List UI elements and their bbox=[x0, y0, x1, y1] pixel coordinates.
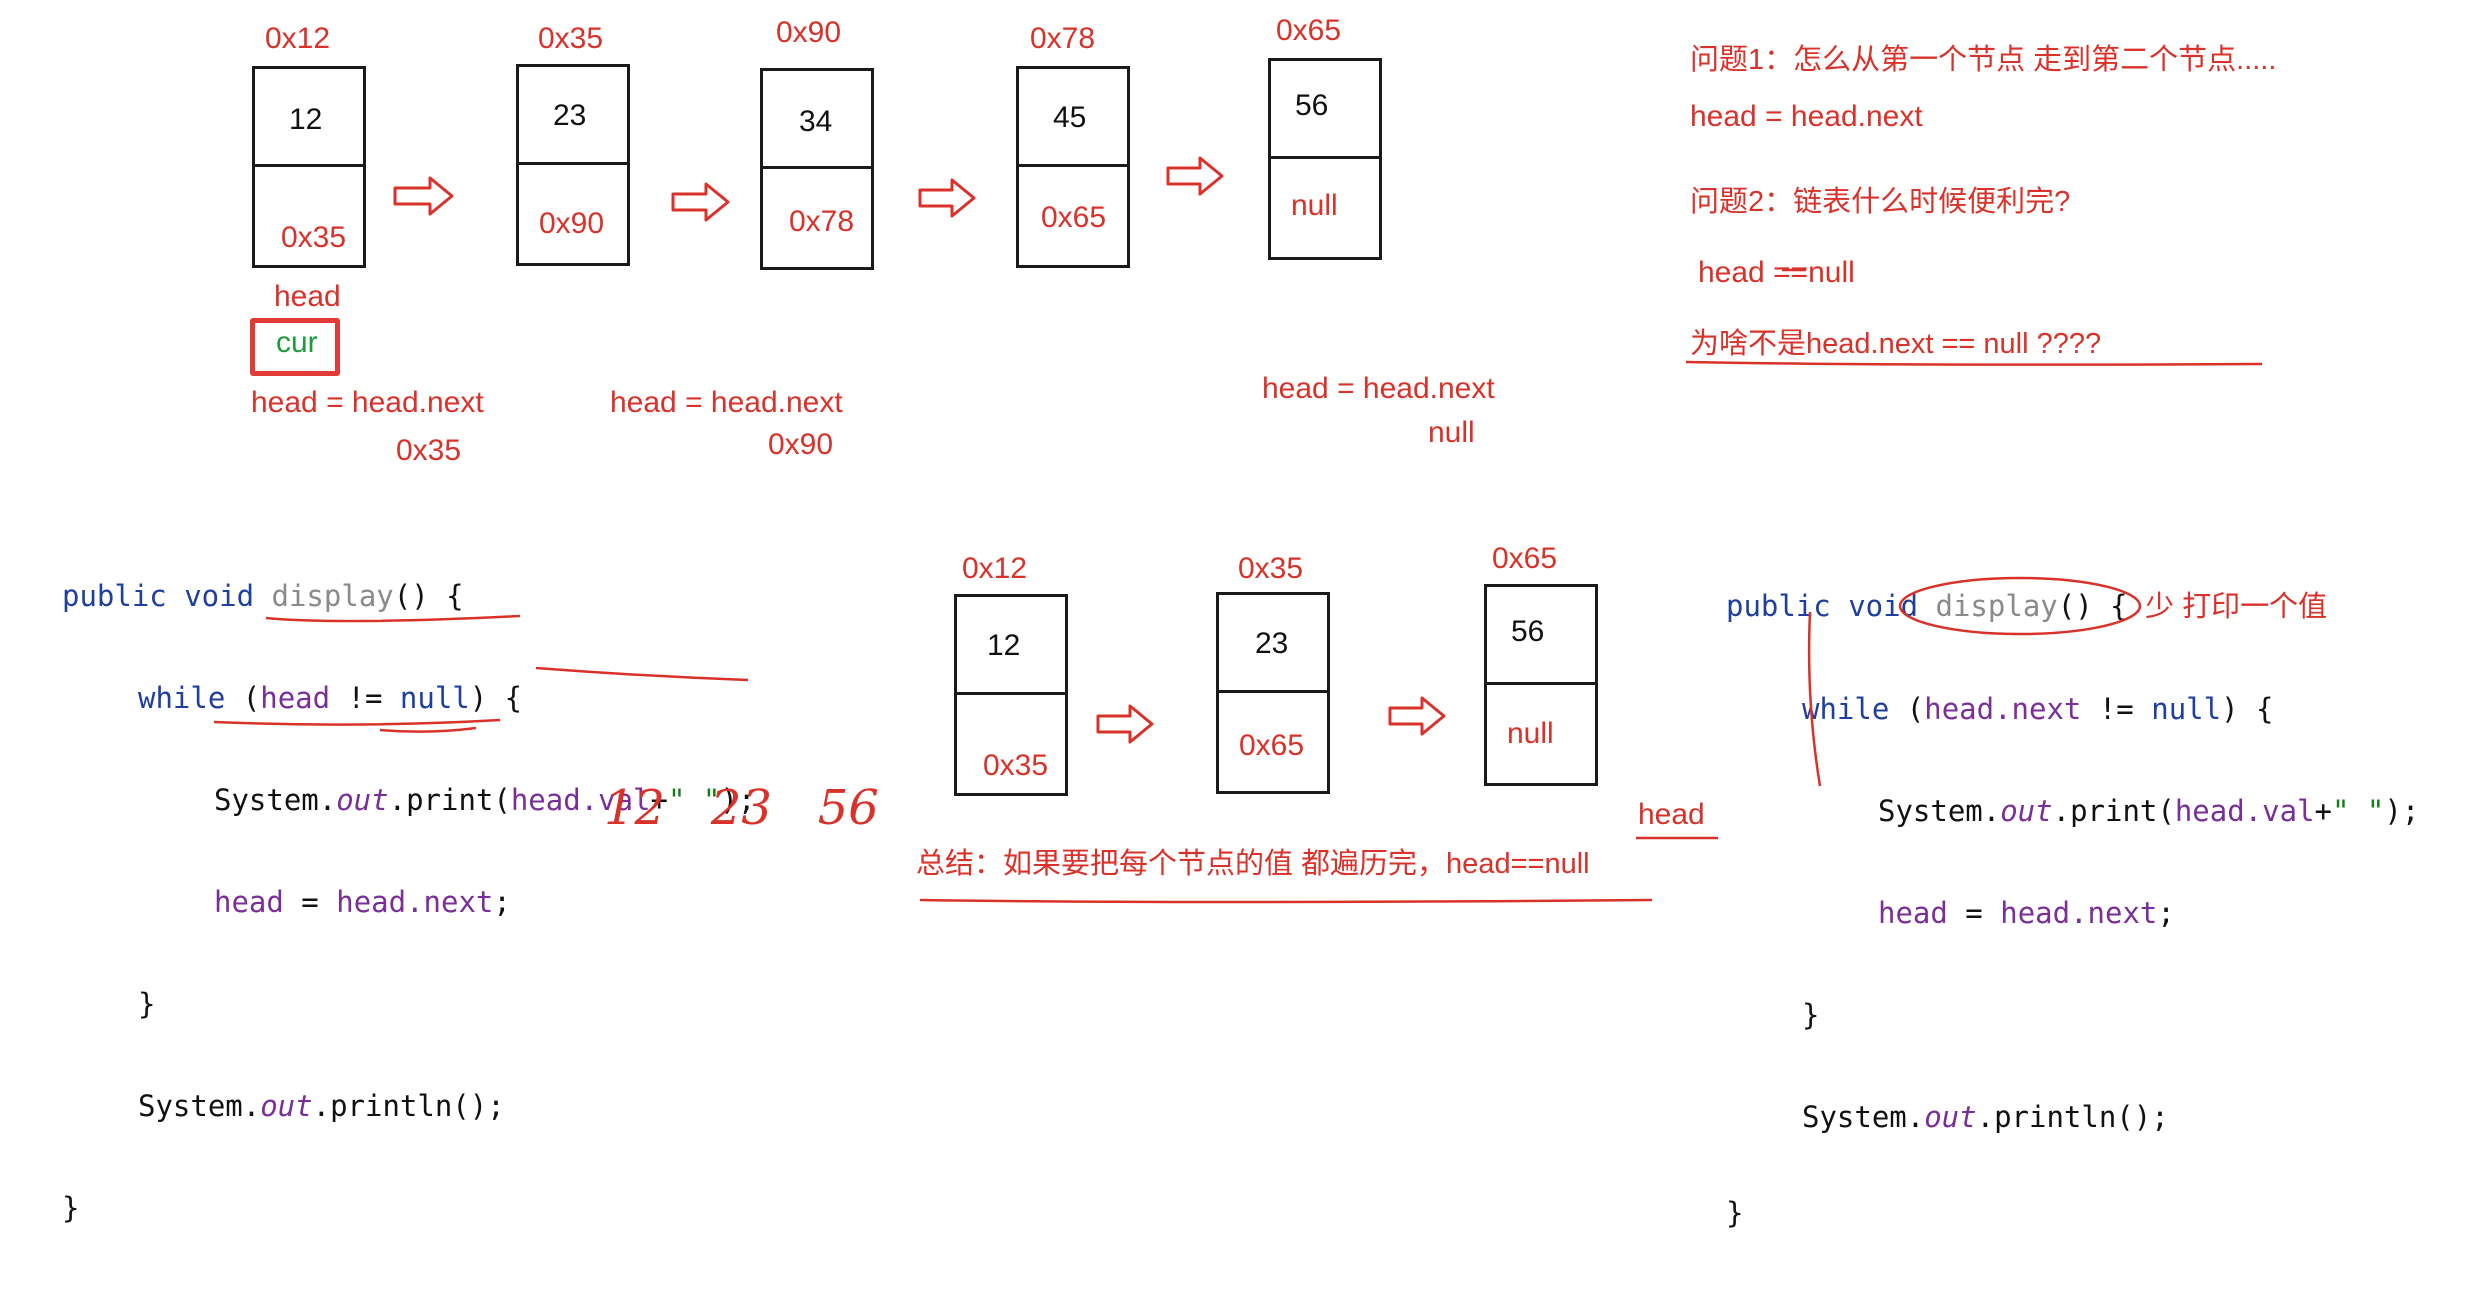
answer-2: head ==null bbox=[1698, 256, 1855, 289]
step-note: head = head.next bbox=[251, 386, 484, 419]
code-line: System.out.println(); bbox=[1802, 1100, 2169, 1134]
node-address: 0x12 bbox=[265, 22, 331, 55]
code-line: while (head != null) { bbox=[138, 681, 523, 715]
code-line: } bbox=[1726, 1196, 1744, 1230]
node-address: 0x35 bbox=[1238, 552, 1304, 585]
list-node: 56 null bbox=[1484, 584, 1598, 786]
list-node: 56 null bbox=[1268, 58, 1382, 260]
code-block-right: public void display() { 少 打印一个值 while (h… bbox=[1726, 530, 2419, 1290]
node-next: 0x65 bbox=[1041, 201, 1107, 234]
node-value: 12 bbox=[289, 103, 323, 136]
node-value: 34 bbox=[799, 105, 833, 138]
step-value: 0x35 bbox=[396, 434, 462, 467]
summary-note: 总结：如果要把每个节点的值 都遍历完，head==null bbox=[916, 848, 1590, 880]
hollow-arrow-icon bbox=[671, 182, 730, 222]
node-address: 0x90 bbox=[776, 16, 842, 49]
list-node: 23 0x90 bbox=[516, 64, 630, 266]
node-value: 23 bbox=[553, 99, 587, 132]
node-value: 12 bbox=[987, 629, 1021, 662]
node-value-cell bbox=[255, 69, 363, 167]
question-3: 为啥不是head.next == null ???? bbox=[1690, 328, 2102, 360]
node-next: null bbox=[1291, 189, 1338, 222]
step-note: head = head.next bbox=[610, 386, 843, 419]
node-next: 0x35 bbox=[281, 221, 347, 254]
code-line: public void display() { bbox=[62, 579, 464, 613]
underline-stroke bbox=[1685, 360, 2263, 366]
step-value: 0x90 bbox=[768, 428, 834, 461]
step-value: null bbox=[1428, 416, 1475, 449]
list-node: 34 0x78 bbox=[760, 68, 874, 270]
code-line: } bbox=[138, 987, 156, 1021]
list-node: 12 0x35 bbox=[954, 594, 1068, 796]
node-value-cell bbox=[1271, 61, 1379, 159]
list-node: 23 0x65 bbox=[1216, 592, 1330, 794]
list-node: 12 0x35 bbox=[252, 66, 366, 268]
node-address: 0x65 bbox=[1276, 14, 1342, 47]
cur-highlight-box bbox=[250, 318, 340, 376]
code-note: 少 打印一个值 bbox=[2145, 591, 2328, 623]
node-next: 0x78 bbox=[789, 205, 855, 238]
cur-pointer-label: cur bbox=[276, 326, 318, 359]
node-next: 0x35 bbox=[983, 749, 1049, 782]
code-line: System.out.print(head.val+" "); bbox=[1878, 794, 2420, 828]
hollow-arrow-icon bbox=[1166, 156, 1224, 196]
node-next: null bbox=[1507, 717, 1554, 750]
summary-head-label: head bbox=[1638, 798, 1705, 831]
code-block-left: public void display() { while (head != n… bbox=[62, 520, 755, 1285]
node-address: 0x65 bbox=[1492, 542, 1558, 575]
list-node: 45 0x65 bbox=[1016, 66, 1130, 268]
question-2: 问题2：链表什么时候便利完? bbox=[1690, 186, 2071, 218]
underline-stroke bbox=[919, 898, 1653, 904]
hollow-arrow-icon bbox=[393, 176, 454, 216]
node-address: 0x78 bbox=[1030, 22, 1096, 55]
step-note: head = head.next bbox=[1262, 372, 1495, 405]
node-value: 56 bbox=[1511, 615, 1545, 648]
node-next: 0x65 bbox=[1239, 729, 1305, 762]
answer-1: head = head.next bbox=[1690, 100, 1923, 133]
node-value: 56 bbox=[1295, 89, 1329, 122]
hollow-arrow-icon bbox=[1096, 704, 1154, 744]
hollow-arrow-icon bbox=[918, 178, 976, 218]
hollow-arrow-icon bbox=[1388, 696, 1446, 736]
question-1: 问题1：怎么从第一个节点 走到第二个节点..... bbox=[1690, 44, 2277, 76]
code-line: head = head.next; bbox=[1878, 896, 2175, 930]
node-value-cell bbox=[1019, 69, 1127, 167]
code-line: System.out.print(head.val+" "); bbox=[214, 783, 756, 817]
node-value: 45 bbox=[1053, 101, 1087, 134]
node-value-cell bbox=[519, 67, 627, 165]
code-line: } bbox=[62, 1191, 80, 1225]
node-value: 23 bbox=[1255, 627, 1289, 660]
head-pointer-label: head bbox=[274, 280, 341, 313]
node-value-cell bbox=[1219, 595, 1327, 693]
node-value-cell bbox=[1487, 587, 1595, 685]
node-address: 0x35 bbox=[538, 22, 604, 55]
node-value-cell bbox=[763, 71, 871, 169]
code-line: while (head.next != null) { bbox=[1802, 692, 2274, 726]
code-line: head = head.next; bbox=[214, 885, 511, 919]
node-next: 0x90 bbox=[539, 207, 605, 240]
node-value-cell bbox=[957, 597, 1065, 695]
code-line: } bbox=[1802, 998, 1820, 1032]
code-line: System.out.println(); bbox=[138, 1089, 505, 1123]
handwritten-output: 12 23 56 bbox=[604, 780, 879, 836]
node-address: 0x12 bbox=[962, 552, 1028, 585]
code-line: public void display() { 少 打印一个值 bbox=[1726, 589, 2328, 623]
